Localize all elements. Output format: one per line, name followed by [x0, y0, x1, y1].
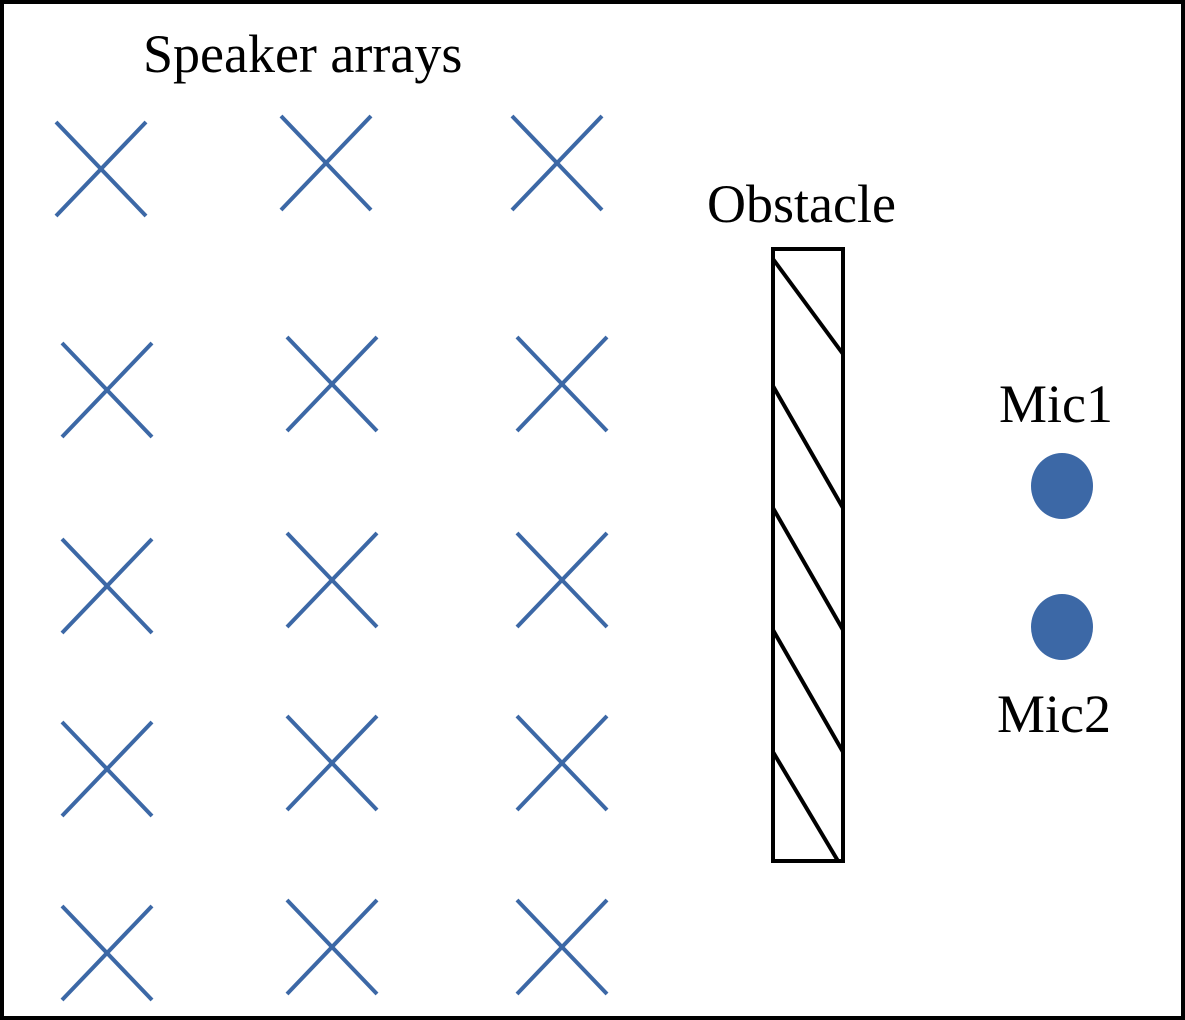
hatch-line — [771, 629, 845, 753]
mic2-icon — [1031, 594, 1093, 660]
speaker-cross-stroke — [60, 720, 154, 818]
speaker-cross-stroke — [279, 114, 373, 212]
speaker-arrays-label: Speaker arrays — [143, 24, 462, 84]
mic1-label: Mic1 — [999, 374, 1113, 434]
speaker-cross-stroke — [60, 341, 154, 439]
obstacle — [771, 247, 845, 863]
x-cross-icon — [60, 537, 154, 635]
speaker-cross-stroke — [60, 904, 154, 1002]
hatch-line — [771, 385, 845, 509]
x-cross-icon — [515, 714, 609, 812]
x-cross-icon — [54, 120, 148, 218]
hatch-line — [771, 257, 845, 356]
mic1-icon — [1031, 453, 1093, 519]
speaker-cross-stroke — [285, 714, 379, 812]
speaker-cross-stroke — [515, 531, 609, 629]
x-cross-icon — [60, 720, 154, 818]
x-cross-icon — [60, 341, 154, 439]
x-cross-icon — [515, 335, 609, 433]
x-cross-icon — [515, 898, 609, 996]
speaker-cross-stroke — [285, 335, 379, 433]
speaker-cross-stroke — [515, 898, 609, 996]
hatch-line — [771, 507, 845, 631]
x-cross-icon — [279, 114, 373, 212]
speaker-cross-stroke — [54, 120, 148, 218]
speaker-cross-stroke — [515, 714, 609, 812]
speaker-array-group — [54, 114, 609, 1002]
speaker-cross-stroke — [285, 531, 379, 629]
speaker-cross-stroke — [285, 898, 379, 996]
hatch-line — [771, 750, 840, 863]
x-cross-icon — [510, 114, 604, 212]
obstacle-label: Obstacle — [707, 174, 896, 234]
obstacle-hatching — [771, 257, 845, 863]
x-cross-icon — [285, 335, 379, 433]
speaker-cross-stroke — [510, 114, 604, 212]
speaker-cross-stroke — [515, 335, 609, 433]
x-cross-icon — [285, 714, 379, 812]
x-cross-icon — [60, 904, 154, 1002]
x-cross-icon — [285, 531, 379, 629]
mic2-label: Mic2 — [997, 684, 1111, 744]
x-cross-icon — [285, 898, 379, 996]
obstacle-outline — [771, 247, 845, 863]
speaker-cross-stroke — [60, 537, 154, 635]
x-cross-icon — [515, 531, 609, 629]
